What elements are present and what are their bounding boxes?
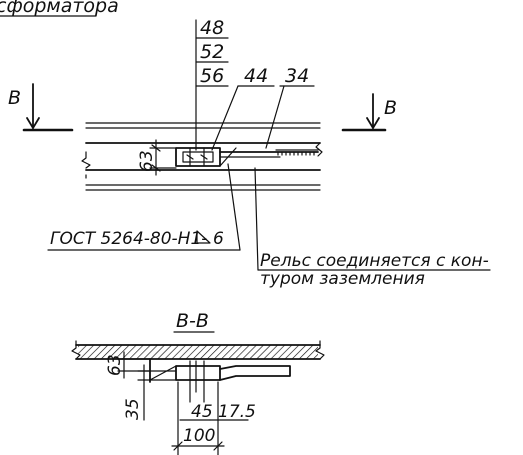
section-dim-45: 45 xyxy=(179,402,213,422)
rail-note-line2: туром заземления xyxy=(260,269,425,289)
callout-34: 34 xyxy=(285,65,309,87)
weld-note: ГОСТ 5264-80-Н1- 6 xyxy=(47,163,241,251)
svg-text:100: 100 xyxy=(183,426,215,446)
section-mark-left: В xyxy=(8,83,74,132)
ground-conductor xyxy=(275,149,319,156)
svg-text:В: В xyxy=(384,97,397,119)
svg-text:63: 63 xyxy=(105,354,125,376)
svg-text:63: 63 xyxy=(137,150,157,172)
weld-note-text: ГОСТ 5264-80-Н1- xyxy=(50,229,207,249)
weld-note-leader xyxy=(227,163,241,251)
weld-triangle-icon xyxy=(196,230,211,244)
svg-text:В: В xyxy=(8,87,21,109)
rail-note-line1: Рельс соединяется с кон- xyxy=(260,251,489,271)
weld-leg-size: 6 xyxy=(213,229,224,249)
header-title-fragment: сформатора xyxy=(0,0,119,17)
callout-34-leader xyxy=(265,85,285,149)
section-title: В-В xyxy=(176,310,209,332)
section-dim-17-5: 17.5 xyxy=(209,402,256,422)
section-dim-100: 100 xyxy=(171,381,225,455)
rail-note-leader xyxy=(254,167,259,271)
section-view xyxy=(71,340,325,403)
svg-text:35: 35 xyxy=(123,398,143,420)
break-mark-right xyxy=(315,142,323,157)
plan-view xyxy=(81,122,323,191)
rail-note: Рельс соединяется с кон- туром заземлени… xyxy=(254,167,491,289)
break-mark-upper-left xyxy=(81,151,91,169)
callout-stack: 48 52 56 xyxy=(195,17,229,151)
callout-56: 56 xyxy=(200,65,224,87)
svg-text:17.5: 17.5 xyxy=(218,402,256,422)
callout-52: 52 xyxy=(200,41,224,63)
callout-44-leader xyxy=(211,85,239,151)
section-mark-right: В xyxy=(341,93,397,132)
plan-dim-63: 63 xyxy=(137,139,177,176)
svg-text:45: 45 xyxy=(191,402,213,422)
callout-48: 48 xyxy=(200,17,224,39)
section-dim-35: 35 xyxy=(123,364,151,421)
callout-44: 44 xyxy=(244,65,268,87)
slab-hatch xyxy=(78,345,318,359)
